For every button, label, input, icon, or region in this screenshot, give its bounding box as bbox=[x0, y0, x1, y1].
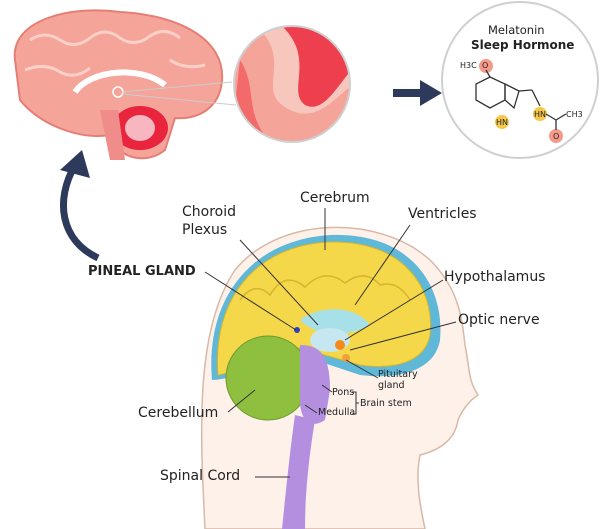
label-choroid-plexus-2: Plexus bbox=[182, 222, 228, 238]
label-pituitary-2: gland bbox=[378, 380, 405, 391]
group-hn-amide: HN bbox=[534, 110, 546, 119]
label-pineal-gland: PINEAL GLAND bbox=[88, 264, 196, 279]
label-medulla: Medulla bbox=[318, 407, 356, 418]
molecule-subtitle: Sleep Hormone bbox=[471, 38, 575, 52]
group-ch3: CH3 bbox=[566, 110, 583, 119]
curved-arrow-icon bbox=[60, 150, 100, 262]
label-brain-stem: Brain stem bbox=[360, 398, 412, 409]
molecule-title: Melatonin bbox=[488, 23, 545, 37]
label-ventricles: Ventricles bbox=[408, 206, 477, 222]
label-optic-nerve: Optic nerve bbox=[458, 312, 540, 328]
group-o: O bbox=[482, 61, 489, 70]
group-h3c: H3C bbox=[460, 61, 477, 70]
molecule-circle bbox=[441, 1, 599, 159]
leader-lines bbox=[204, 208, 457, 478]
label-cerebrum: Cerebrum bbox=[300, 190, 370, 206]
group-o-carbonyl: O bbox=[553, 132, 560, 141]
label-hypothalamus: Hypothalamus bbox=[444, 269, 546, 285]
label-spinal-cord: Spinal Cord bbox=[160, 468, 241, 484]
melatonin-structure bbox=[475, 59, 567, 143]
head-cross-section bbox=[200, 226, 480, 529]
zoom-line bbox=[121, 81, 233, 93]
group-hn-ring: HN bbox=[496, 118, 508, 127]
label-pituitary-1: Pituitary bbox=[378, 369, 418, 380]
label-pons: Pons bbox=[332, 387, 355, 398]
arrow-right-icon bbox=[393, 80, 442, 106]
sagittal-brain-illustration bbox=[13, 9, 224, 160]
label-choroid-plexus-1: Choroid bbox=[182, 204, 237, 220]
label-cerebellum: Cerebellum bbox=[138, 405, 219, 421]
zoom-circle bbox=[233, 25, 351, 143]
